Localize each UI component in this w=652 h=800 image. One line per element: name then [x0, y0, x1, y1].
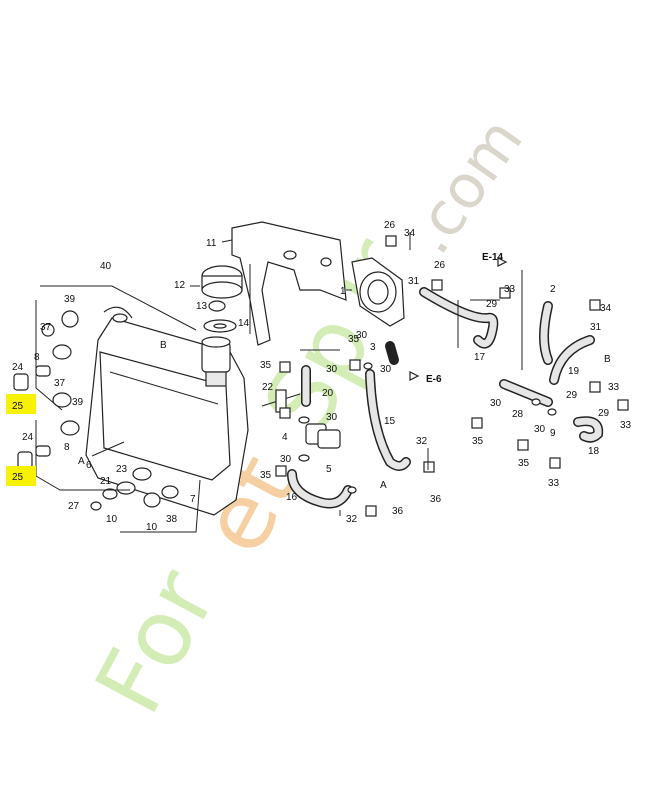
label-25b: 25 — [12, 472, 24, 483]
highlight-25b — [6, 466, 36, 486]
label-39b: 39 — [72, 397, 84, 408]
label-7: 7 — [190, 494, 196, 505]
label-24a: 24 — [12, 362, 24, 373]
label-e14: E-14 — [482, 252, 504, 263]
label-31a: 31 — [408, 276, 420, 287]
label-20: 20 — [322, 388, 334, 399]
label-37a: 37 — [40, 322, 52, 333]
fuel-pump — [351, 257, 405, 327]
hoses — [287, 287, 604, 509]
label-18: 18 — [588, 446, 600, 457]
label-30a: 30 — [534, 424, 546, 435]
label-28: 28 — [512, 409, 524, 420]
label-30c: 30 — [326, 364, 338, 375]
label-B1: B — [160, 340, 167, 351]
label-8a: 8 — [34, 352, 40, 363]
label-14: 14 — [238, 318, 250, 329]
label-33c: 33 — [620, 420, 632, 431]
label-A1: A — [380, 480, 387, 491]
label-30d: 30 — [326, 412, 338, 423]
leader-lines — [35, 232, 523, 533]
label-33b: 33 — [608, 382, 620, 393]
label-29a: 29 — [486, 299, 498, 310]
label-30b: 30 — [490, 398, 502, 409]
label-A2: A — [78, 456, 85, 467]
watermark-text-e: .com — [395, 106, 537, 267]
label-29b: 29 — [566, 390, 578, 401]
fittings — [13, 235, 629, 517]
label-11: 11 — [206, 238, 217, 249]
label-19: 19 — [568, 366, 580, 377]
part-labels: 40 11 12 13 14 1 26 34 26 31 33 29 2 34 … — [6, 220, 632, 533]
label-26b: 26 — [434, 260, 446, 271]
label-21: 21 — [100, 476, 112, 487]
filler-cap — [201, 265, 243, 333]
label-10b: 10 — [146, 522, 158, 533]
fuel-tank — [85, 306, 249, 516]
label-32a: 32 — [346, 514, 358, 525]
label-4: 4 — [282, 432, 288, 443]
label-39a: 39 — [64, 294, 76, 305]
label-26a: 26 — [384, 220, 396, 231]
label-8b: 8 — [64, 442, 70, 453]
label-e6: E-6 — [426, 374, 442, 385]
label-5: 5 — [326, 464, 332, 475]
label-30g: 30 — [356, 330, 368, 341]
label-17: 17 — [474, 352, 486, 363]
label-6: 6 — [86, 460, 92, 471]
label-35c: 35 — [260, 360, 272, 371]
label-29c: 29 — [598, 408, 610, 419]
label-10a: 10 — [106, 514, 118, 525]
label-16: 16 — [286, 492, 298, 503]
label-1: 1 — [340, 286, 346, 297]
label-27: 27 — [68, 501, 80, 512]
label-30e: 30 — [280, 454, 292, 465]
label-37b: 37 — [54, 378, 66, 389]
label-2: 2 — [550, 284, 556, 295]
label-33a: 33 — [504, 284, 516, 295]
label-34a: 34 — [404, 228, 416, 239]
label-33d: 33 — [548, 478, 560, 489]
label-31b: 31 — [590, 322, 602, 333]
label-32b: 32 — [416, 436, 428, 447]
label-36b: 36 — [430, 494, 442, 505]
label-35d: 35 — [260, 470, 272, 481]
label-38: 38 — [166, 514, 178, 525]
label-23: 23 — [116, 464, 128, 475]
bracket — [231, 221, 347, 346]
label-15: 15 — [384, 416, 396, 427]
label-35a: 35 — [472, 436, 484, 447]
arrow-e14 — [497, 257, 508, 267]
label-12: 12 — [174, 280, 186, 291]
highlight-25a — [6, 394, 36, 414]
label-24b: 24 — [22, 432, 34, 443]
label-36a: 36 — [392, 506, 404, 517]
label-30f: 30 — [380, 364, 392, 375]
label-35e: 35 — [348, 334, 360, 345]
watermark-text-a: For — [75, 553, 237, 730]
label-34b: 34 — [600, 303, 612, 314]
fuel-valve — [261, 389, 341, 449]
label-3: 3 — [370, 342, 376, 353]
label-B2: B — [604, 354, 611, 365]
label-35b: 35 — [518, 458, 530, 469]
label-22: 22 — [262, 382, 274, 393]
label-40: 40 — [100, 261, 112, 272]
label-13: 13 — [196, 301, 208, 312]
label-25a: 25 — [12, 401, 24, 412]
label-9: 9 — [550, 428, 556, 439]
arrow-e6 — [409, 371, 420, 381]
